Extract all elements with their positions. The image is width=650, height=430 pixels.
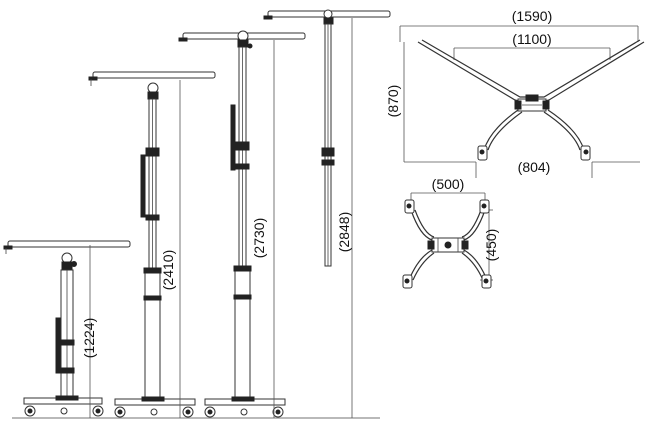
stand-2-column [140,98,162,400]
stand-2-height-dimension: (2410) [160,80,181,418]
stand-3-base [204,396,286,418]
depth-dimension: (870) [385,42,476,163]
compact-base-casters [402,199,492,289]
small-width-label: (500) [432,176,465,192]
stand-4-height-label: (2848) [336,212,352,252]
wide-base-hub [514,94,550,112]
stand-2-base [114,396,196,418]
small-depth-dimension: (450) [480,209,499,281]
inner-span-dimension: (1100) [453,31,611,60]
stand-2-boom-arm [88,71,216,86]
stand-4-height-dimension: (2848) [336,18,353,418]
stand-3-height-label: (2730) [251,218,267,258]
base-span-label: (804) [518,159,551,175]
stand-3-head-clamp [237,30,253,49]
stand-4-head-clamp [323,9,334,25]
stand-1-height-label: (1224) [81,318,97,358]
stand-1-boom-arm [3,240,131,254]
small-depth-label: (450) [483,229,499,262]
base-top-view-wide: (1590) (1100) (870) (804) [385,8,645,178]
outer-span-dimension: (1590) [399,8,639,42]
stand-1-column [55,269,75,399]
base-top-view-compact: (500) (450) [402,176,499,289]
compact-base-hub [427,237,469,253]
stand-1-head-clamp [61,252,77,271]
stand-1-height-dimension: (1224) [81,245,97,418]
inner-span-label: (1100) [512,31,551,47]
stand-4-column [321,23,335,267]
stand-2: (2410) [88,71,216,418]
stand-2-height-label: (2410) [160,250,176,290]
stand-3: (2730) [178,30,306,418]
stand-1: (1224) [3,240,131,418]
small-width-dimension: (500) [410,176,486,203]
depth-label: (870) [385,85,401,118]
stand-4: (2848) [263,9,391,418]
stand-3-column [230,46,252,400]
wide-base-casters [477,145,591,161]
stand-1-base [23,395,104,417]
stand-2-head-clamp [147,82,159,100]
base-span-dimension: (804) [475,159,640,178]
stand-3-height-dimension: (2730) [251,40,275,418]
outer-span-label: (1590) [512,8,552,24]
